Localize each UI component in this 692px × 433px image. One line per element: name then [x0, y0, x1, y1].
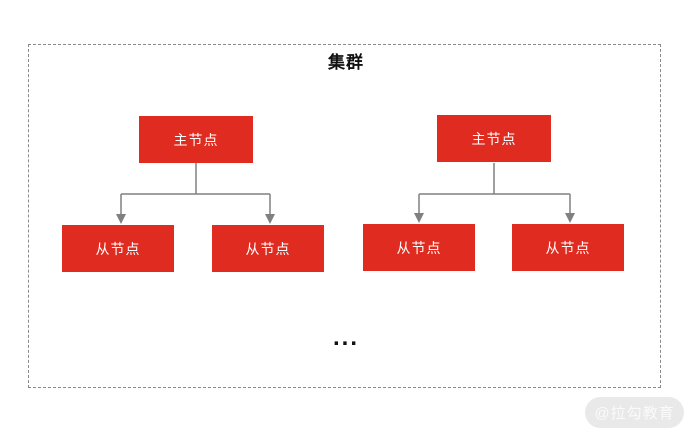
- cluster-dashed-border: [28, 44, 661, 388]
- slave-node: 从节点: [363, 224, 475, 271]
- master-node: 主节点: [437, 115, 551, 162]
- slave-node: 从节点: [212, 225, 324, 272]
- slave-node: 从节点: [512, 224, 624, 271]
- diagram-title: 集群: [328, 53, 364, 72]
- watermark-badge: @拉勾教育: [585, 397, 684, 428]
- ellipsis-more-indicator: ...: [332, 324, 359, 351]
- master-node: 主节点: [139, 116, 253, 163]
- slave-node: 从节点: [62, 225, 174, 272]
